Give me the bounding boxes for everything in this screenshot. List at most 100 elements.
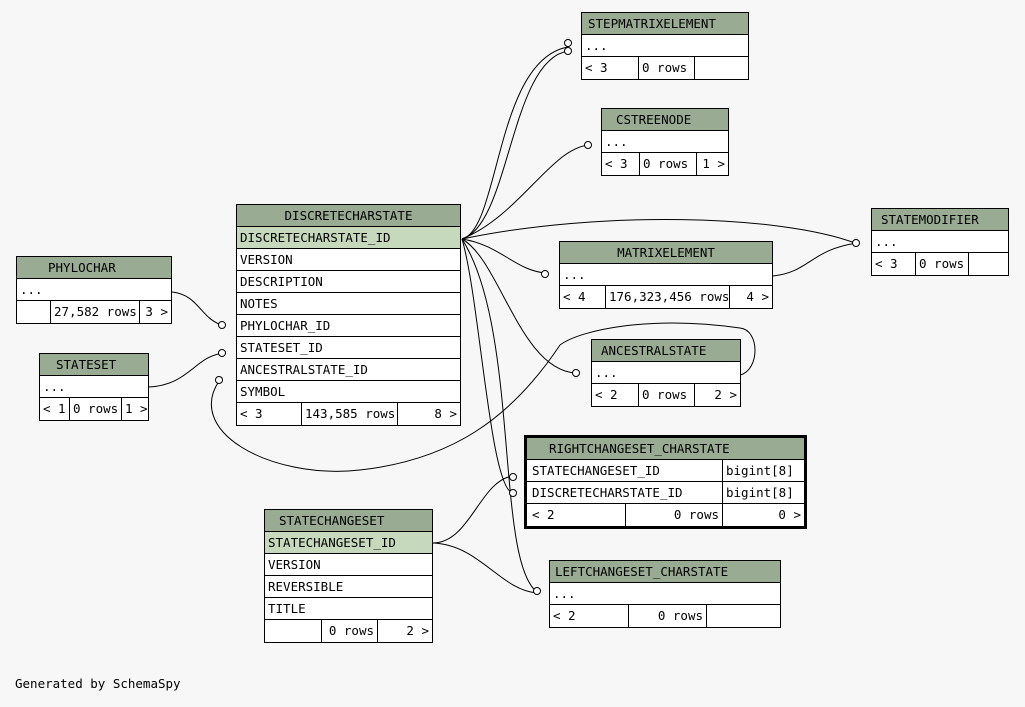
column-row: STATESET_ID [237, 337, 460, 359]
edge-stepmatrixelement-1 [461, 46, 569, 240]
table-statemodifier[interactable]: STATEMODIFIER ... < 3 0 rows [871, 208, 1009, 276]
table-statechangeset[interactable]: STATECHANGESET STATECHANGESET_ID VERSION… [264, 509, 433, 643]
column-row: ... [17, 279, 171, 301]
row-count: 0 rows [625, 504, 722, 526]
table-title: PHYLOCHAR [17, 257, 171, 279]
table-title: LEFTCHANGESET_CHARSTATE [550, 561, 780, 583]
column-row: ... [592, 362, 740, 384]
column-row: PHYLOCHAR_ID [237, 315, 460, 337]
edge-statemodifier [461, 219, 856, 244]
column-row: ... [550, 583, 780, 605]
table-stepmatrixelement[interactable]: STEPMATRIXELEMENT ... < 3 0 rows [581, 12, 749, 80]
table-title: CSTREENODE [602, 109, 728, 131]
children-link[interactable]: 2 > [694, 384, 740, 406]
parents-link[interactable] [17, 301, 50, 323]
row-count: 0 rows [638, 57, 694, 79]
table-footer: < 3 0 rows [872, 253, 1008, 275]
table-footer: < 2 0 rows 0 > [527, 504, 804, 526]
column-row: ... [40, 376, 148, 398]
column-row: VERSION [265, 554, 432, 576]
table-title: MATRIXELEMENT [560, 242, 772, 264]
children-link[interactable]: 0 > [722, 504, 804, 526]
table-ancestralstate[interactable]: ANCESTRALSTATE ... < 2 0 rows 2 > [591, 339, 741, 407]
table-matrixelement[interactable]: MATRIXELEMENT ... < 4 176,323,456 rows 4… [559, 241, 773, 309]
table-rightchangeset-charstate[interactable]: RIGHTCHANGESET_CHARSTATE STATECHANGESET_… [524, 435, 807, 529]
table-title: RIGHTCHANGESET_CHARSTATE [527, 438, 804, 460]
children-link[interactable]: 1 > [121, 398, 148, 420]
row-count: 27,582 rows [50, 301, 139, 323]
children-link[interactable]: 1 > [696, 153, 728, 175]
column-row: STATECHANGESET_ID bigint[8] [527, 460, 804, 482]
column-row: ... [582, 35, 748, 57]
parents-link[interactable]: < 2 [532, 507, 555, 522]
parents-link[interactable]: < 3 [875, 256, 898, 271]
column-row: ... [602, 131, 728, 153]
table-footer: < 4 176,323,456 rows 4 > [560, 286, 772, 308]
table-footer: 27,582 rows 3 > [17, 301, 171, 323]
column-row: SYMBOL [237, 381, 460, 403]
row-count: 0 rows [69, 398, 121, 420]
edge-leftchangeset-scs [432, 542, 538, 594]
children-link[interactable] [706, 605, 780, 627]
edge-ancestralstate [461, 238, 577, 374]
table-title: STEPMATRIXELEMENT [582, 13, 748, 35]
column-row: ... [872, 231, 1008, 253]
table-title: STATEMODIFIER [872, 209, 1008, 231]
edge-rightchangeset-dcs [461, 238, 514, 494]
table-title: DISCRETECHARSTATE [237, 205, 460, 227]
parents-link[interactable]: < 1 [43, 401, 66, 416]
row-count: 0 rows [639, 153, 696, 175]
column-row: ANCESTRALSTATE_ID [237, 359, 460, 381]
table-footer: < 2 0 rows 2 > [592, 384, 740, 406]
edge-matrixelement [461, 238, 546, 274]
row-count: 143,585 rows [301, 403, 397, 425]
edge-phylochar [171, 291, 226, 327]
column-row: DESCRIPTION [237, 271, 460, 293]
parents-link[interactable]: < 2 [595, 387, 618, 402]
table-cstreenode[interactable]: CSTREENODE ... < 3 0 rows 1 > [601, 108, 729, 176]
row-count: 176,323,456 rows [605, 286, 729, 308]
edge-ancestralstate-fk [210, 344, 561, 472]
table-footer: < 3 143,585 rows 8 > [237, 403, 460, 425]
table-footer: 0 rows 2 > [265, 620, 432, 642]
edge-stateset [148, 352, 226, 388]
table-stateset[interactable]: STATESET ... < 1 0 rows 1 > [39, 353, 149, 421]
parents-link[interactable]: < 3 [585, 60, 608, 75]
children-link[interactable]: 2 > [377, 620, 432, 642]
children-link[interactable]: 3 > [139, 301, 171, 323]
row-count: 0 rows [638, 384, 694, 406]
edge-ancestralstate-self [559, 322, 756, 376]
table-footer: < 1 0 rows 1 > [40, 398, 148, 420]
children-link[interactable] [694, 57, 748, 79]
column-row: VERSION [237, 249, 460, 271]
table-title: STATESET [40, 354, 148, 376]
children-link[interactable]: 8 > [397, 403, 460, 425]
column-name: DISCRETECHARSTATE_ID [532, 485, 683, 500]
row-count: 0 rows [628, 605, 706, 627]
column-type: bigint[8] [722, 482, 804, 503]
column-row-pk: STATECHANGESET_ID [265, 532, 432, 554]
edge-rightchangeset-scs [432, 475, 514, 544]
table-title: STATECHANGESET [265, 510, 432, 532]
row-count: 0 rows [321, 620, 377, 642]
column-row-pk: DISCRETECHARSTATE_ID [237, 227, 460, 249]
table-discretecharstate[interactable]: DISCRETECHARSTATE DISCRETECHARSTATE_ID V… [236, 204, 461, 426]
parents-link[interactable] [265, 620, 321, 642]
column-row: NOTES [237, 293, 460, 315]
table-phylochar[interactable]: PHYLOCHAR ... 27,582 rows 3 > [16, 256, 172, 324]
parents-link[interactable]: < 2 [553, 608, 576, 623]
parents-link[interactable]: < 3 [605, 156, 628, 171]
children-link[interactable]: 4 > [729, 286, 772, 308]
parents-link[interactable]: < 4 [563, 289, 586, 304]
column-row: REVERSIBLE [265, 576, 432, 598]
table-footer: < 2 0 rows [550, 605, 780, 627]
generator-credit: Generated by SchemaSpy [15, 676, 181, 691]
children-link[interactable] [968, 253, 1008, 275]
table-leftchangeset-charstate[interactable]: LEFTCHANGESET_CHARSTATE ... < 2 0 rows [549, 560, 781, 628]
table-title: ANCESTRALSTATE [592, 340, 740, 362]
column-name: STATECHANGESET_ID [532, 463, 660, 478]
parents-link[interactable]: < 3 [240, 406, 263, 421]
column-type: bigint[8] [722, 460, 804, 481]
column-row: TITLE [265, 598, 432, 620]
